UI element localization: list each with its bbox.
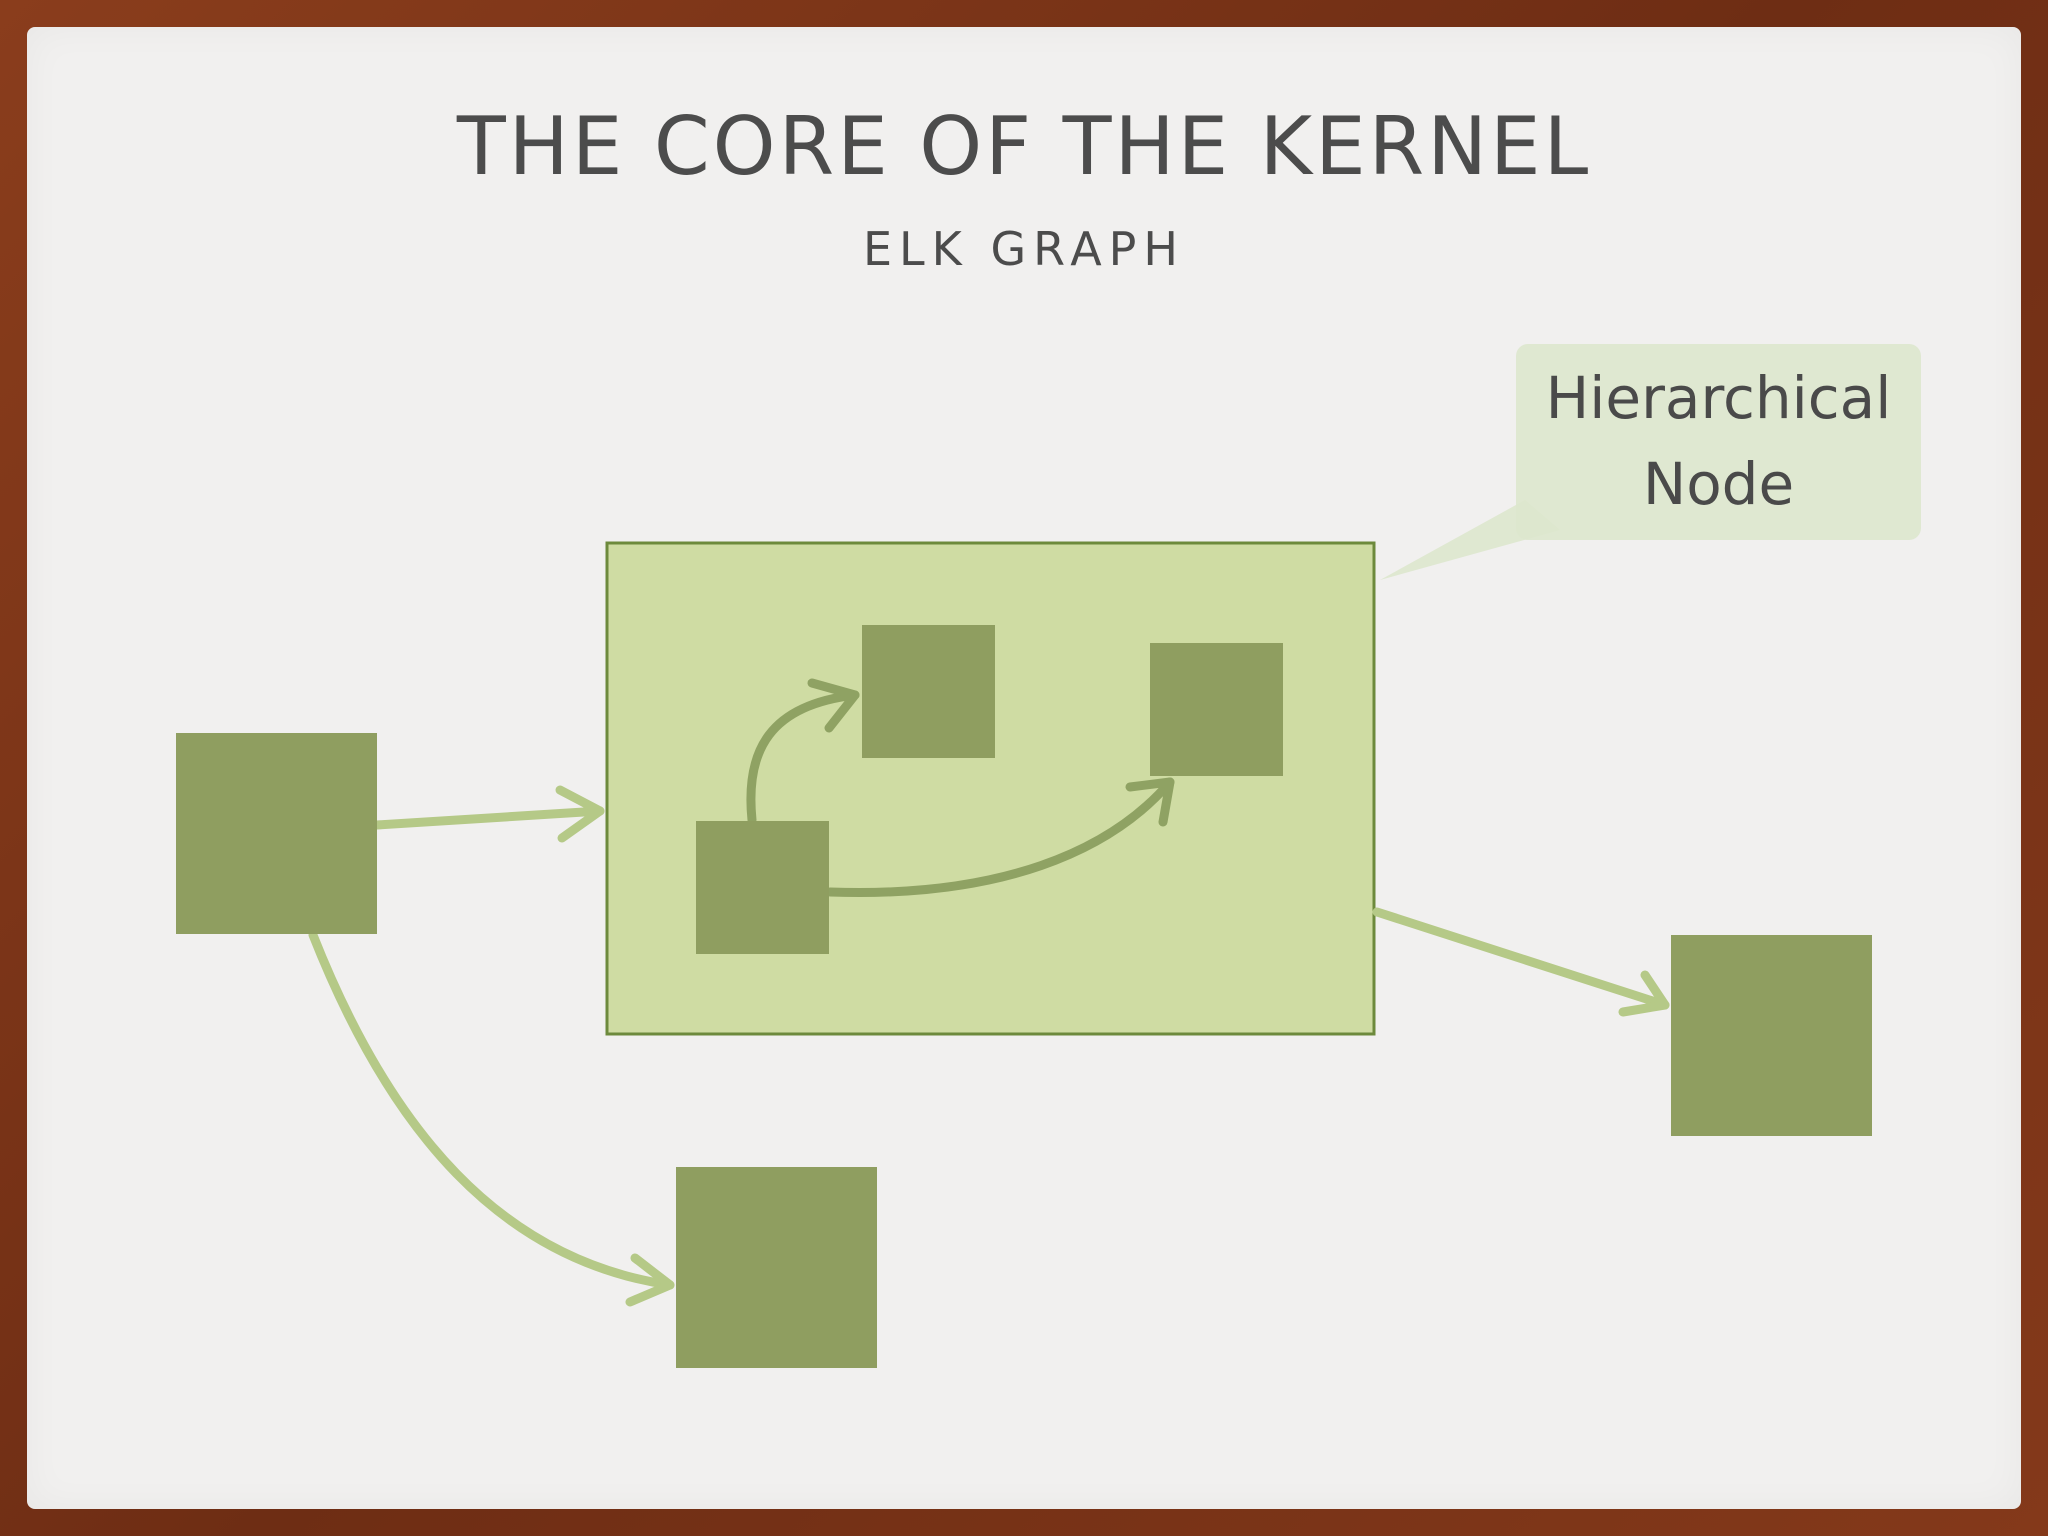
graph-nodes xyxy=(176,625,1872,1368)
edge-inner-to-top xyxy=(746,690,860,825)
callout-label: Hierarchical Node xyxy=(1516,355,1921,527)
edge-inner-to-right-arrowhead xyxy=(1125,777,1175,827)
inner-edges xyxy=(746,678,1175,898)
callout-pointer xyxy=(1380,500,1560,580)
edge-inner-to-top-arrowhead xyxy=(807,678,860,733)
callout-bubble xyxy=(1380,344,1921,580)
callout-box xyxy=(1516,344,1921,540)
edge-left-to-bottom-arrowhead xyxy=(625,1253,675,1307)
edge-inner-to-right xyxy=(825,777,1175,898)
edge-hierarchical-to-right xyxy=(1372,907,1670,1010)
node-inner-source xyxy=(696,821,829,954)
edge-hierarchical-to-right-arrowhead xyxy=(1618,970,1670,1017)
node-inner-right xyxy=(1150,643,1283,776)
edge-left-to-hierarchical xyxy=(372,806,605,830)
slide-subtitle: ELK GRAPH xyxy=(862,222,1186,276)
edge-left-to-bottom xyxy=(308,930,675,1290)
hierarchical-node xyxy=(605,541,1376,1036)
callout-text-line2: Node xyxy=(1642,450,1795,518)
slide-title: THE CORE OF THE KERNEL xyxy=(456,100,1592,193)
node-right xyxy=(1671,935,1872,1136)
node-bottom xyxy=(676,1167,877,1368)
callout-text-line1: Hierarchical xyxy=(1545,364,1892,432)
node-left xyxy=(176,733,377,934)
edge-left-to-hierarchical-arrowhead xyxy=(555,785,605,843)
node-inner-top xyxy=(862,625,995,758)
outer-edges xyxy=(308,785,1670,1307)
